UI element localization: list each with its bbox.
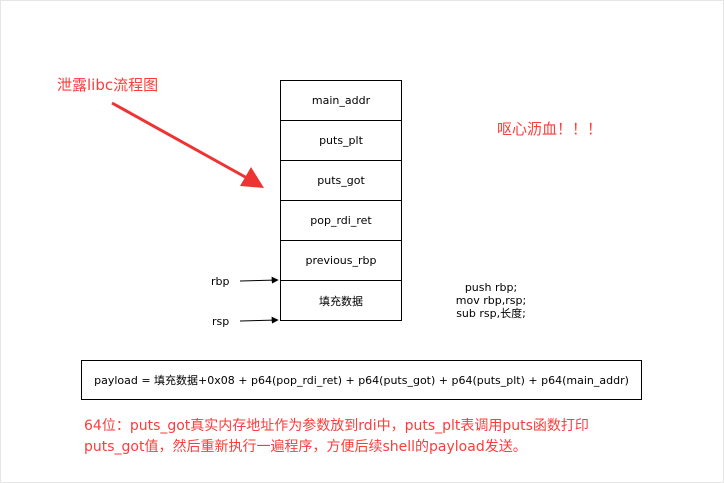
payload-box: payload = 填充数据+0x08 + p64(pop_rdi_ret) +… <box>81 360 642 400</box>
rbp-label: rbp <box>211 275 230 288</box>
rsp-label: rsp <box>212 315 230 328</box>
stack-cell-main-addr: main_addr <box>281 81 401 121</box>
red-pointer-arrow <box>111 101 264 188</box>
explanation-note: 64位：puts_got真实内存地址作为参数放到rdi中，puts_plt表调用… <box>84 416 684 458</box>
diagram-title: 泄露libc流程图 <box>57 76 159 94</box>
explanation-line-1: 64位：puts_got真实内存地址作为参数放到rdi中，puts_plt表调用… <box>84 418 589 434</box>
explanation-line-2: puts_got值，然后重新执行一遍程序，方便后续shell的payload发送… <box>84 439 527 455</box>
rbp-arrow <box>239 276 279 284</box>
stack-cell-puts-plt: puts_plt <box>281 121 401 161</box>
stack-cell-padding: 填充数据 <box>281 281 401 321</box>
asm-line-sub: sub rsp,长度; <box>456 307 526 320</box>
asm-line-mov: mov rbp,rsp; <box>455 294 527 307</box>
asm-line-push: push rbp; <box>464 281 518 294</box>
prologue-assembly: push rbp; mov rbp,rsp; sub rsp,长度; <box>441 281 541 320</box>
rsp-arrow <box>239 316 279 324</box>
payload-text: payload = 填充数据+0x08 + p64(pop_rdi_ret) +… <box>94 374 629 387</box>
stack-cell-pop-rdi-ret: pop_rdi_ret <box>281 201 401 241</box>
side-annotation: 呕心沥血！！！ <box>497 120 603 138</box>
stack-cell-previous-rbp: previous_rbp <box>281 241 401 281</box>
stack-cell-puts-got: puts_got <box>281 161 401 201</box>
stack-diagram: main_addr puts_plt puts_got pop_rdi_ret … <box>280 80 402 321</box>
